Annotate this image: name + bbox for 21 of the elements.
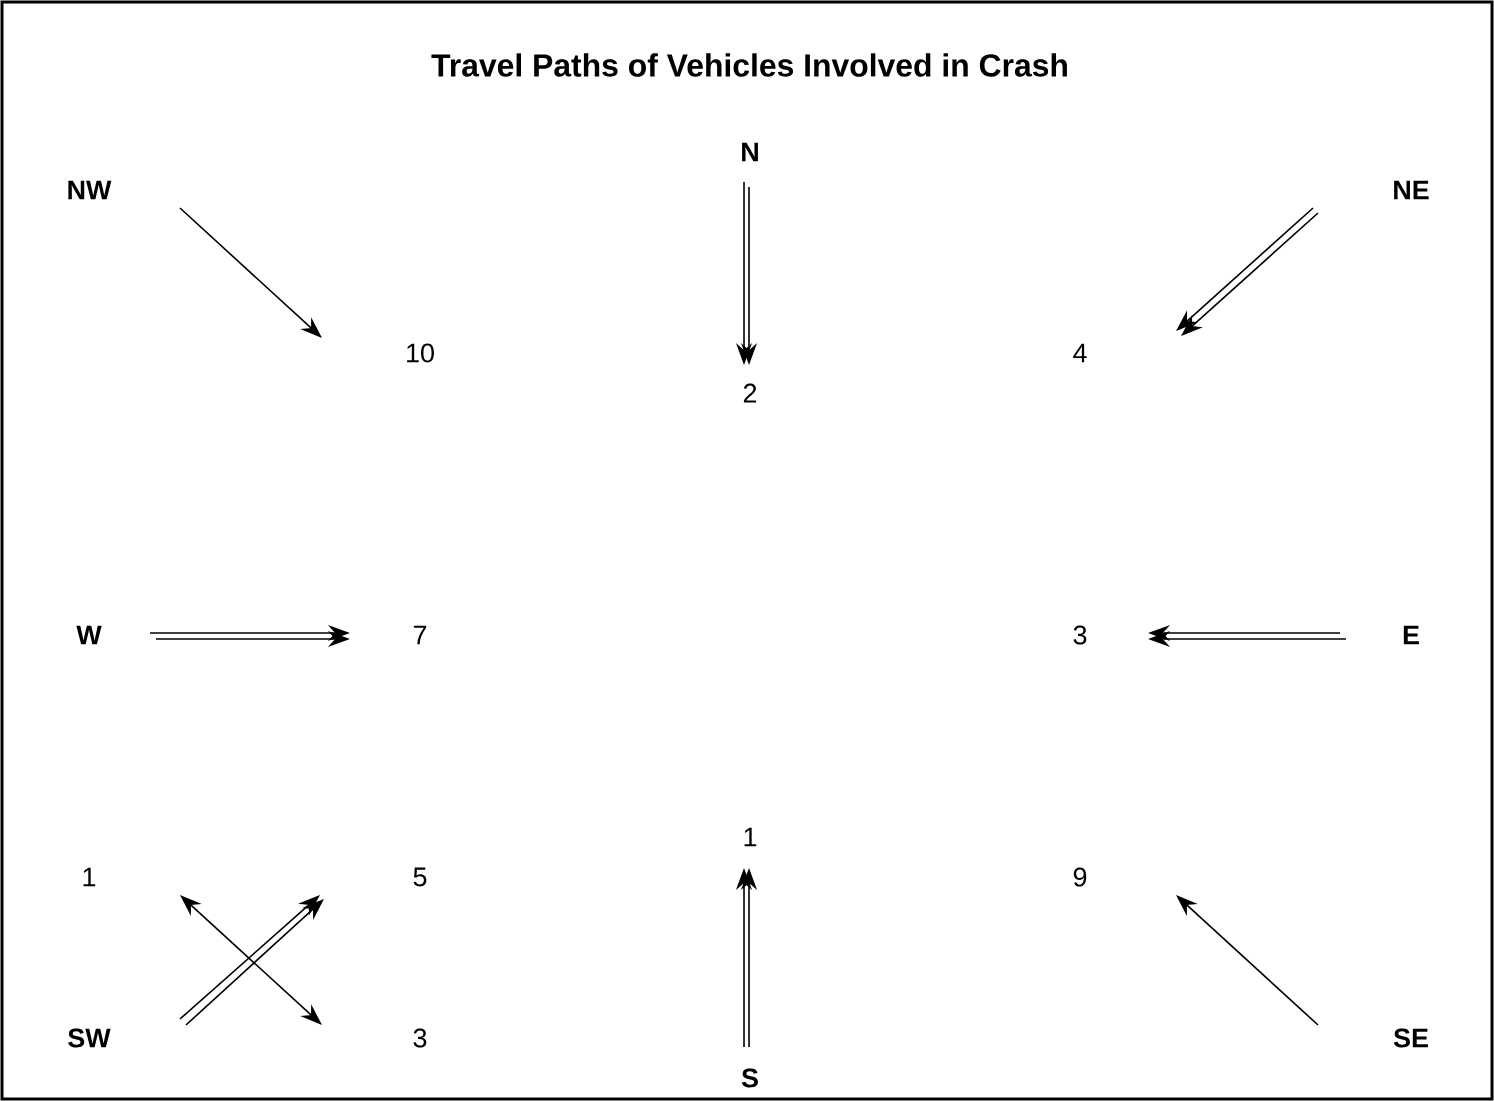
count-label: 1 [744,827,757,847]
direction-label: E [1403,625,1419,645]
title: Travel Paths of Vehicles Involved in Crash [431,53,1067,77]
count-label: 3 [413,1028,427,1048]
count-label: 10 [407,343,434,363]
count-label: 9 [1073,867,1087,887]
direction-label: W [76,625,102,645]
count-label: 4 [1073,343,1087,363]
count-label: 5 [413,867,427,887]
arrow [1176,895,1319,1026]
direction-label: SE [1393,1028,1428,1048]
count-label: 1 [83,867,96,887]
direction-label: NE [1394,180,1429,200]
direction-label: S [741,1068,758,1088]
direction-label: SW [68,1028,111,1048]
direction-label: NW [68,180,112,200]
arrow [179,207,322,338]
count-label: 2 [743,383,757,403]
count-label: 7 [413,625,427,645]
count-label: 3 [1073,625,1087,645]
direction-label: N [742,142,758,162]
